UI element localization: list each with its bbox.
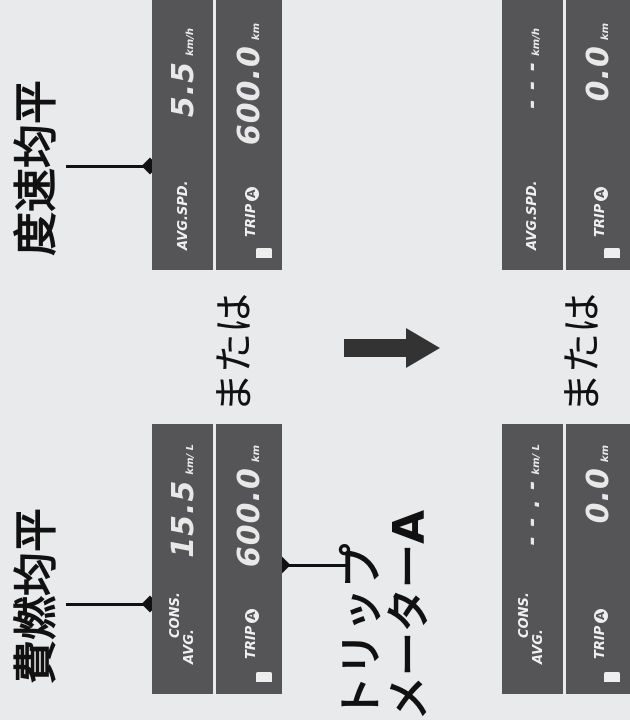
trip-a-badge: A — [244, 608, 259, 623]
fuel-unit: km/ L — [530, 444, 542, 475]
avg-speed-value-group: 5.5 km/h — [166, 28, 201, 117]
panel-tab-marker — [604, 672, 620, 682]
trip-distance-group: 0.0 km — [581, 445, 616, 523]
char: 均 — [11, 552, 62, 596]
trip-meter-label: トリップ メーターA — [336, 440, 438, 720]
panel-tab-marker — [256, 248, 272, 258]
trip-distance: 0.0 — [580, 467, 616, 524]
avg-label: AVG. — [531, 629, 546, 664]
right-arrow-icon — [344, 328, 440, 368]
trip-distance-group: 600.0 km — [232, 445, 267, 567]
trip-distance: 600.0 — [231, 467, 267, 568]
trip-a-badge: A — [593, 186, 608, 201]
avg-speed-value: - - - — [519, 60, 545, 109]
trip-label-group: TRIP A — [589, 608, 608, 659]
panel-divider — [563, 0, 566, 270]
avg-fuel-value: - - . - — [519, 479, 545, 546]
char: 均 — [11, 124, 62, 168]
avg-fuel-display-after — [502, 424, 630, 694]
avg-fuel-value-group: 15.5 km/ L — [166, 444, 201, 558]
panel-divider — [563, 424, 566, 694]
trip-label-group: TRIP A — [240, 608, 259, 659]
avg-spd-label: AVG.SPD. — [175, 180, 191, 250]
avg-speed-row-after: AVG.SPD. - - - km/h — [503, 8, 561, 278]
avg-speed-leader — [66, 165, 150, 168]
avg-spd-label: AVG.SPD. — [524, 180, 540, 250]
char: 費 — [11, 640, 62, 684]
char: 速 — [11, 168, 62, 212]
char: 平 — [11, 508, 62, 552]
avg-cons-label-group: CONS. AVG. — [517, 592, 546, 664]
trip-label: TRIP — [243, 625, 259, 659]
speed-unit: km/h — [184, 28, 196, 56]
avg-speed-row-before: AVG.SPD. 5.5 km/h — [154, 8, 212, 278]
or-label-after: または — [560, 293, 606, 413]
trip-distance-group: 0.0 km — [581, 23, 616, 101]
dist-unit: km — [250, 23, 262, 41]
trip-meter-leader — [286, 564, 346, 567]
char: 燃 — [11, 596, 62, 640]
avg-speed-label: 平均速度 — [11, 80, 62, 256]
trip-meter-line2: メーターA — [384, 509, 435, 720]
trip-label-group: TRIP A — [240, 186, 259, 237]
avg-label: AVG. — [182, 629, 197, 664]
avg-fuel-value-group: - - . - km/ L — [520, 444, 545, 545]
trip-meter-line1: トリップ — [336, 544, 387, 720]
avg-speed-value-group: - - - km/h — [520, 28, 545, 109]
avg-fuel-row-after: CONS. AVG. - - . - km/ L — [503, 424, 561, 694]
avg-fuel-label: 平均燃費 — [11, 508, 62, 684]
avg-fuel-row-before: CONS. AVG. 15.5 km/ L — [154, 424, 212, 694]
avg-speed-display-before — [152, 0, 282, 270]
fuel-unit: km/ L — [184, 444, 196, 475]
panel-divider — [213, 0, 216, 270]
avg-cons-label-group: CONS. AVG. — [168, 592, 197, 664]
dist-unit: km — [599, 23, 611, 41]
trip-row-before-speed: TRIP A 600.0 km — [217, 3, 281, 273]
cons-label: CONS. — [168, 592, 183, 638]
trip-label: TRIP — [592, 625, 608, 659]
panel-divider — [213, 424, 216, 694]
trip-distance-group: 600.0 km — [232, 23, 267, 145]
trip-row-after-speed: TRIP A 0.0 km — [566, 3, 630, 273]
avg-fuel-display-before — [152, 424, 282, 694]
char: 度 — [11, 212, 62, 256]
trip-a-badge: A — [593, 608, 608, 623]
avg-speed-display-after — [502, 0, 630, 270]
dist-unit: km — [250, 445, 262, 463]
trip-distance: 0.0 — [580, 45, 616, 102]
char: 平 — [11, 80, 62, 124]
trip-row-before-fuel: TRIP A 600.0 km — [217, 425, 281, 695]
trip-distance: 600.0 — [231, 45, 267, 146]
avg-fuel-value: 15.5 — [165, 479, 201, 558]
or-label-before: または — [212, 293, 258, 413]
avg-speed-value: 5.5 — [165, 60, 201, 118]
speed-unit: km/h — [530, 28, 542, 56]
panel-tab-marker — [604, 248, 620, 258]
trip-label: TRIP — [243, 203, 259, 237]
panel-tab-marker — [256, 672, 272, 682]
avg-fuel-leader — [66, 603, 150, 606]
trip-label: TRIP — [592, 203, 608, 237]
dist-unit: km — [599, 445, 611, 463]
trip-a-badge: A — [244, 186, 259, 201]
trip-label-group: TRIP A — [589, 186, 608, 237]
trip-row-after-fuel: TRIP A 0.0 km — [566, 425, 630, 695]
cons-label: CONS. — [517, 592, 532, 638]
